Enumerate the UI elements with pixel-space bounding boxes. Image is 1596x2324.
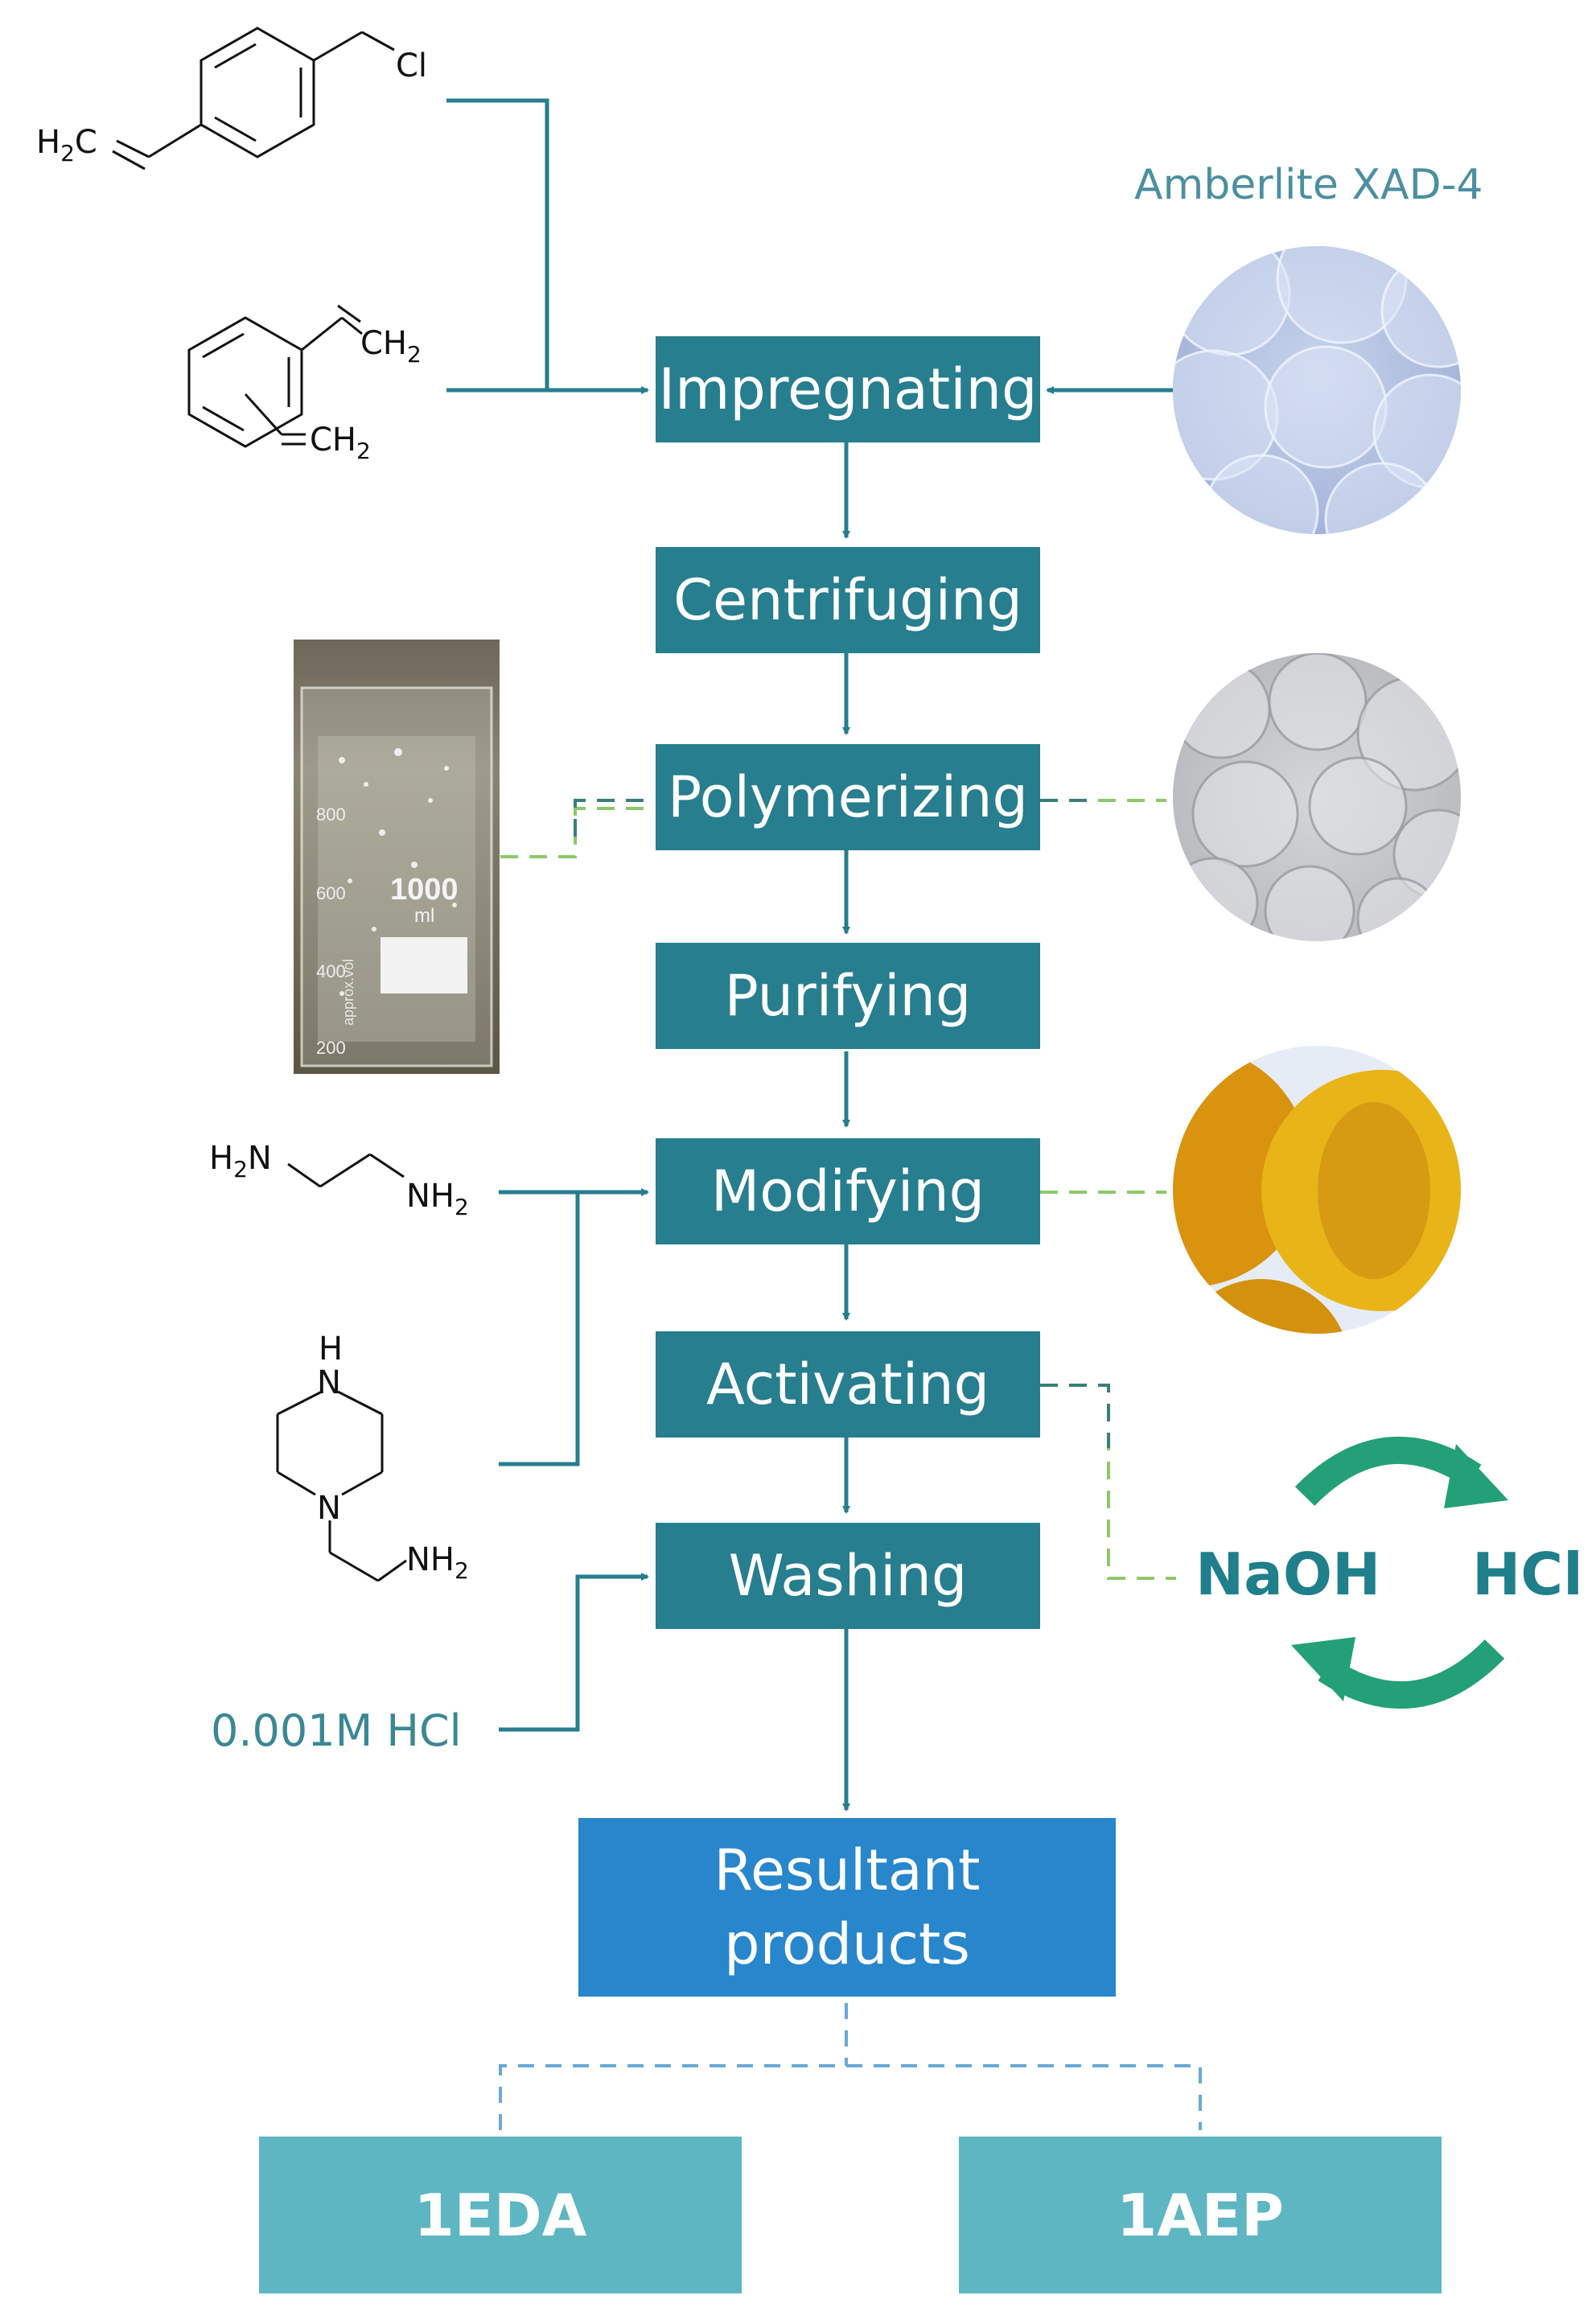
- beaker-photo: 1000 ml 800 600 400 200 approx.vol: [294, 640, 500, 1074]
- svg-text:H: H: [319, 1331, 343, 1368]
- beaker-tick-600: 600: [316, 883, 346, 903]
- step-modifying: Modifying: [656, 1138, 1040, 1244]
- polymerized-beads-image: [1173, 653, 1461, 941]
- svg-text:CH2: CH2: [360, 325, 422, 368]
- beaker-volume: 1000: [390, 873, 459, 907]
- product-1aep: 1AEP: [959, 2137, 1442, 2293]
- step-washing: Washing: [656, 1523, 1040, 1629]
- beaker-tick-400: 400: [316, 961, 346, 981]
- svg-text:NH2: NH2: [406, 1541, 469, 1584]
- beaker-tick-800: 800: [316, 804, 346, 825]
- svg-text:CH2: CH2: [310, 422, 371, 464]
- resin-label: Amberlite XAD-4: [1134, 161, 1483, 209]
- step-centrifuging: Centrifuging: [656, 547, 1040, 653]
- cycle-hcl-label: HCl: [1472, 1540, 1583, 1608]
- step-activating: Activating: [656, 1331, 1040, 1438]
- result-line-1: Resultant: [714, 1837, 981, 1903]
- ethylenediamine-structure: H2N NH2: [209, 1140, 469, 1220]
- bead-spheres: [1173, 653, 1461, 941]
- beaker-side-text: approx.vol: [340, 958, 356, 1026]
- aminoethylpiperazine-structure: H N N NH2: [276, 1331, 469, 1584]
- cycle-naoh-label: NaOH: [1195, 1540, 1381, 1608]
- cycle-arrows-icon: [1291, 1436, 1508, 1709]
- svg-text:H2C: H2C: [36, 124, 97, 167]
- svg-text:N: N: [317, 1490, 341, 1527]
- svg-text:Cl: Cl: [396, 47, 427, 84]
- step-polymerizing: Polymerizing: [656, 744, 1040, 850]
- beaker-glass: [300, 686, 493, 1067]
- modified-beads-image: [1173, 1046, 1461, 1334]
- bead-spheres: [1173, 246, 1461, 534]
- svg-text:H2N: H2N: [209, 1140, 272, 1183]
- bead-spheres: [1173, 1046, 1461, 1334]
- washing-input-label: 0.001M HCl: [211, 1705, 462, 1756]
- beaker-unit: ml: [414, 905, 435, 927]
- svg-text:N: N: [317, 1364, 341, 1401]
- divinylbenzene-structure: CH2 CH2: [187, 304, 422, 464]
- step-purifying: Purifying: [656, 943, 1040, 1049]
- svg-text:NH2: NH2: [406, 1178, 469, 1220]
- resultant-products-box: Resultant products: [578, 1818, 1116, 1997]
- amberlite-beads-image: [1173, 246, 1461, 534]
- step-impregnating: Impregnating: [656, 336, 1040, 442]
- result-line-2: products: [724, 1911, 970, 1977]
- vinylbenzyl-chloride-structure: H2C Cl: [36, 27, 427, 171]
- product-1eda: 1EDA: [259, 2137, 742, 2293]
- beaker-tick-200: 200: [316, 1038, 346, 1058]
